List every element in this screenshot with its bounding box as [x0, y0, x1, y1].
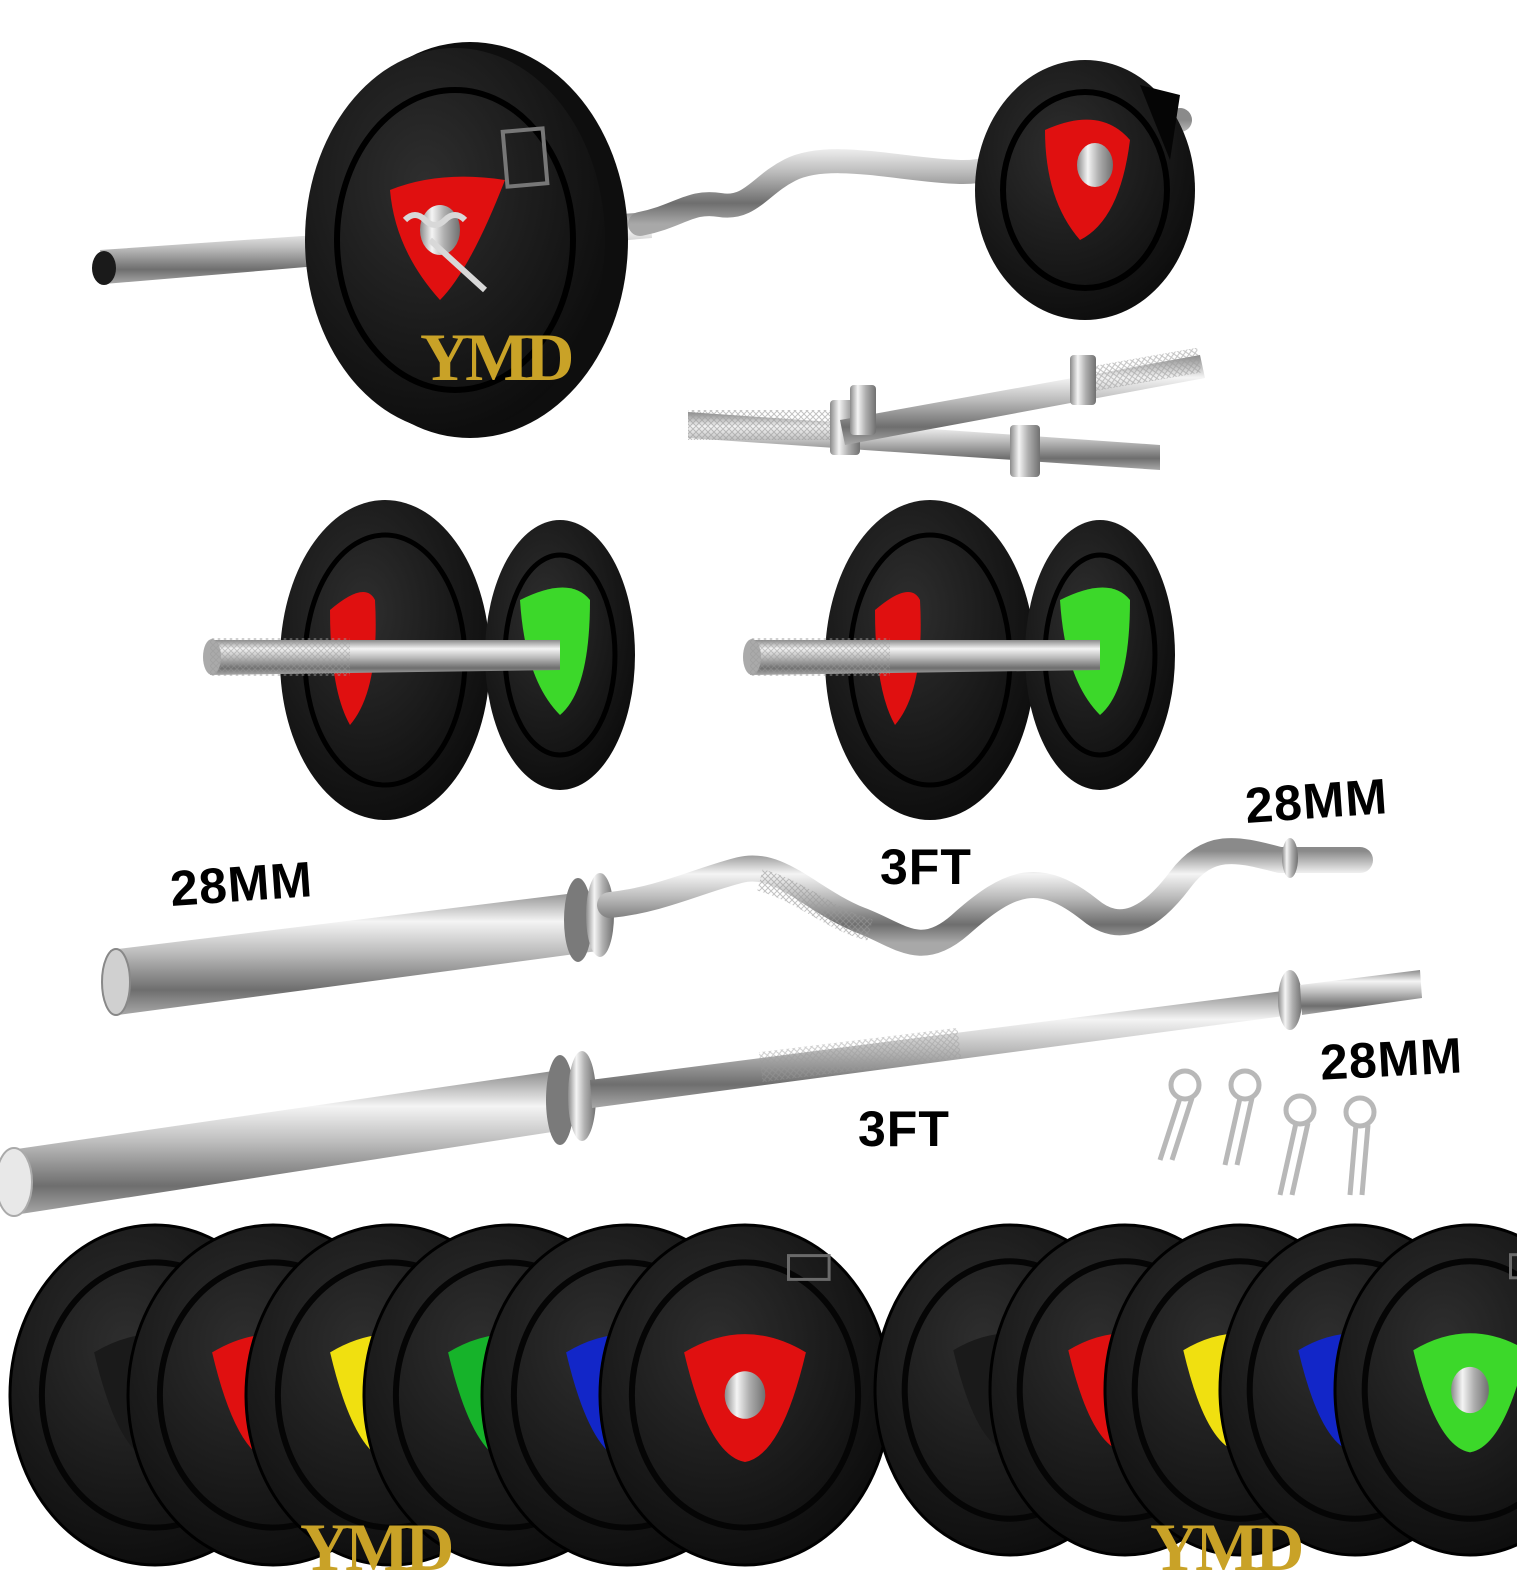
curl-bar-3ft [101, 838, 1373, 1016]
plate-row-right [873, 1223, 1517, 1557]
dumbbell-icon [743, 500, 1175, 820]
straight-bar-3ft [0, 970, 1422, 1217]
dumbbell-rods [688, 347, 1205, 477]
plate-row-left [8, 1223, 892, 1567]
brand-logo: YMD [420, 319, 574, 395]
spring-collars [1157, 1068, 1377, 1196]
weight-plate-icon [598, 1223, 892, 1567]
spring-collar-icon [1157, 1068, 1202, 1161]
bar-curl-length-label: 3FT [880, 839, 972, 895]
dumbbell-icon [203, 500, 635, 820]
brand-logo: YMD [300, 1509, 454, 1585]
bar-curl-right-size-label: 28MM [1243, 768, 1390, 834]
spring-collar-icon [1277, 1093, 1317, 1196]
spring-collar-icon [1343, 1095, 1377, 1196]
bar-straight-size-label: 28MM [1318, 1027, 1465, 1091]
bar-straight-length-label: 3FT [858, 1101, 950, 1157]
brand-logo: YMD [1150, 1509, 1304, 1585]
barbell-rod-icon [840, 347, 1205, 445]
weight-plate-icon [305, 42, 628, 438]
spring-collar-icon [402, 212, 488, 293]
spring-collar-icon [1222, 1068, 1262, 1166]
weight-plate-icon [1333, 1223, 1517, 1557]
bar-curl-left-size-label: 28MM [168, 851, 315, 917]
weight-plate-icon [975, 60, 1195, 320]
top-curl-barbell [92, 42, 1195, 438]
